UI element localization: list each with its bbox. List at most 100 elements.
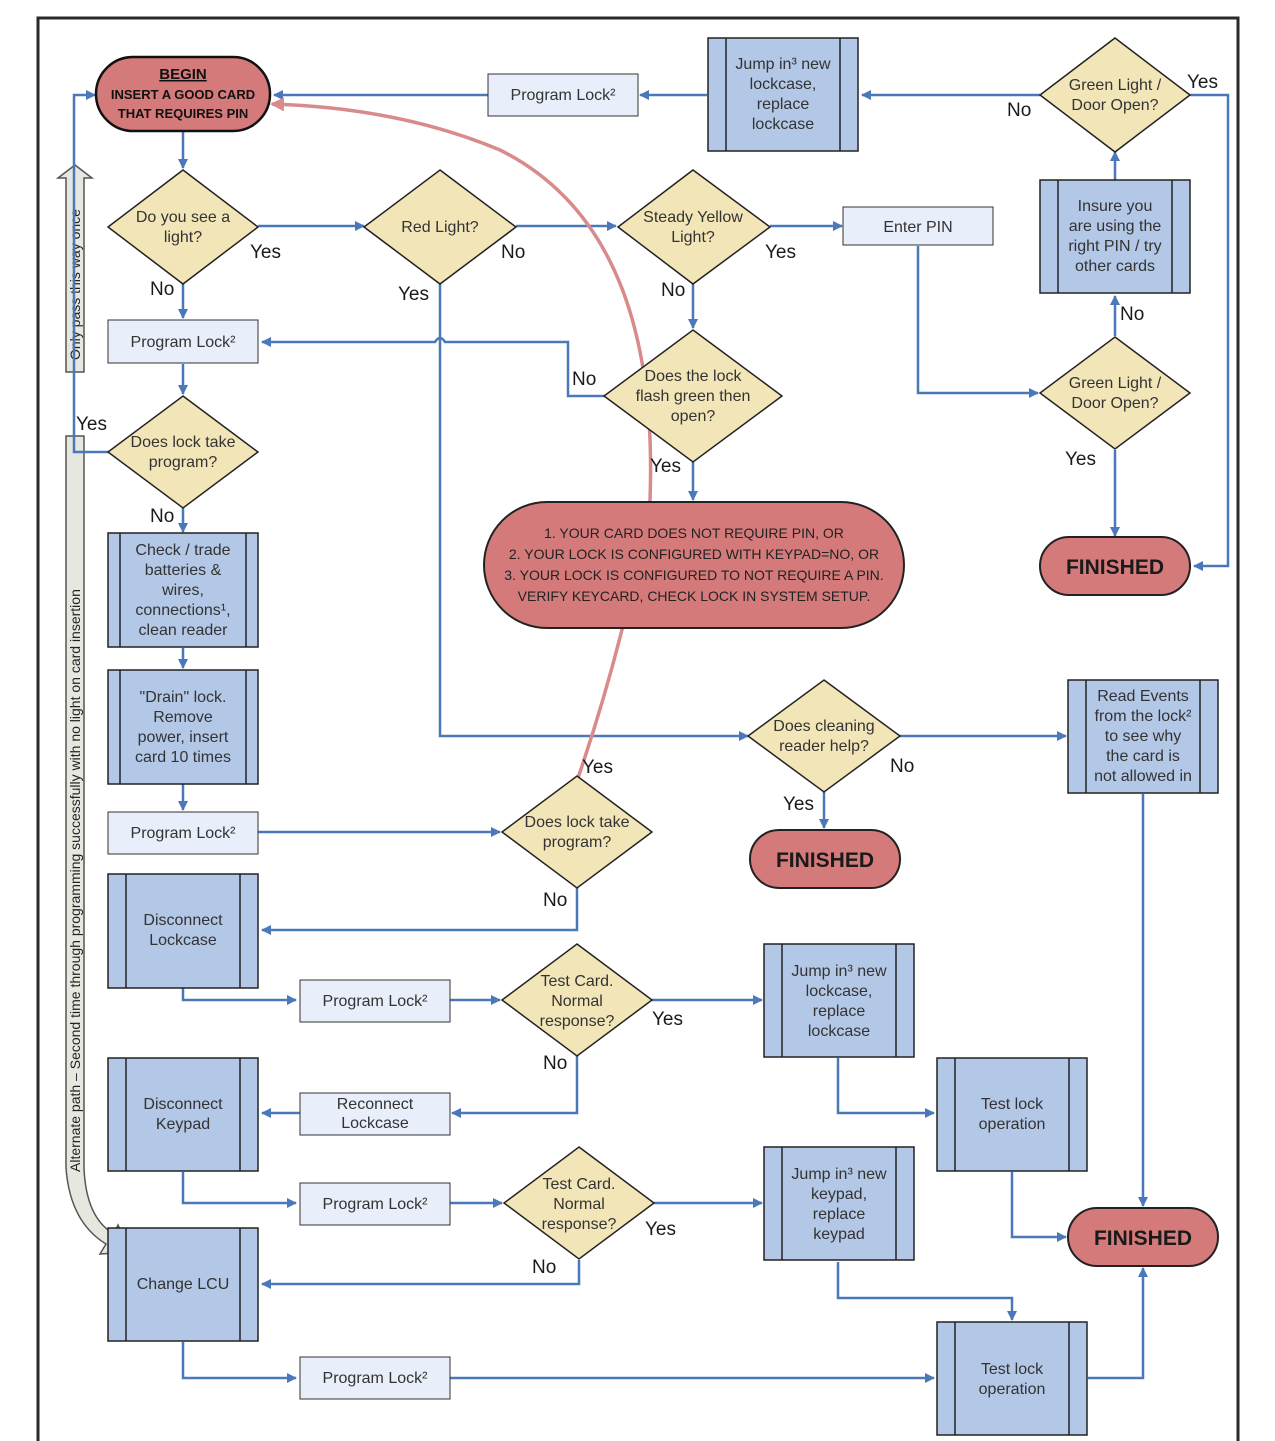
decision-red-light: Red Light? [362,169,518,285]
decision-lock-take-program-2: Does lock take program? [500,775,654,889]
svg-text:Program Lock²: Program Lock² [131,334,237,351]
yes-label: Yes [1187,72,1218,93]
svg-text:Normal: Normal [551,993,603,1010]
svg-text:Program Lock²: Program Lock² [323,993,429,1010]
branch-labels: Yes No No Yes Yes No No Yes Yes No No Ye… [76,72,1218,1278]
condition-note-terminal: 1. YOUR CARD DOES NOT REQUIRE PIN, OR 2.… [483,501,905,629]
process-read-events: Read Events from the lock² to see why th… [1067,679,1219,794]
svg-text:"Drain" lock.: "Drain" lock. [140,689,227,706]
svg-text:lockcase,: lockcase, [806,983,873,1000]
svg-text:Reconnect: Reconnect [337,1096,414,1113]
process-check-batteries: Check / trade batteries & wires, connect… [107,532,259,648]
svg-text:Insure you: Insure you [1078,198,1153,215]
decision-flash-green: Does the lock flash green then open? [602,329,784,463]
no-label: No [150,279,174,300]
finished-label: FINISHED [1094,1227,1192,1250]
svg-text:batteries &: batteries & [145,562,222,579]
svg-text:operation: operation [979,1116,1046,1133]
edge-test2-no [261,1260,581,1289]
begin-line1: INSERT A GOOD CARD [111,87,255,102]
svg-text:Remove: Remove [153,709,213,726]
svg-text:keypad,: keypad, [811,1186,867,1203]
finished-label: FINISHED [1066,556,1164,579]
svg-text:other cards: other cards [1075,258,1155,275]
svg-text:Door Open?: Door Open? [1071,395,1158,412]
edge-jumpkeypad-to-testlock2 [836,1262,1017,1321]
finished-terminal-top: FINISHED [1039,536,1191,596]
no-label: No [150,506,174,527]
edge-jumplock-to-testlock [836,1058,935,1118]
io-program-lock-top: Program Lock² [487,73,639,117]
edge-testlock2-to-finished [1088,1267,1148,1380]
condition-line-4: VERIFY KEYCARD, CHECK LOCK IN SYSTEM SET… [518,588,871,604]
svg-text:keypad: keypad [813,1226,865,1243]
no-label: No [501,242,525,263]
svg-text:Jump in³ new: Jump in³ new [791,1166,887,1183]
process-disconnect-keypad: Disconnect Keypad [107,1057,259,1172]
finished-terminal-middle: FINISHED [749,829,901,889]
svg-text:Program Lock²: Program Lock² [511,87,617,104]
svg-text:program?: program? [149,454,218,471]
svg-text:Does lock take: Does lock take [525,814,630,831]
io-reconnect-lockcase: Reconnect Lockcase [299,1092,451,1136]
svg-text:Test lock: Test lock [981,1361,1044,1378]
svg-text:Green Light /: Green Light / [1069,77,1162,94]
alternate-path-text: Alternate path – Second time through pro… [67,589,83,1172]
decision-steady-yellow: Steady Yellow Light? [616,169,772,285]
process-test-lock-2: Test lock operation [936,1321,1088,1436]
svg-text:clean reader: clean reader [139,622,229,639]
yes-label: Yes [783,794,814,815]
svg-text:Disconnect: Disconnect [143,912,223,929]
svg-text:Program Lock²: Program Lock² [131,825,237,842]
io-program-lock-5: Program Lock² [299,1356,451,1400]
svg-text:Test Card.: Test Card. [543,1176,616,1193]
svg-text:Red Light?: Red Light? [401,219,478,236]
io-program-lock-1: Program Lock² [107,319,259,364]
svg-text:program?: program? [543,834,612,851]
svg-text:Jump in³ new: Jump in³ new [791,963,887,980]
svg-text:Keypad: Keypad [156,1116,210,1133]
no-label: No [543,890,567,911]
svg-text:to see why: to see why [1105,728,1181,745]
page-frame [36,16,1240,1441]
svg-text:power, insert: power, insert [138,729,229,746]
process-change-lcu: Change LCU [107,1227,259,1342]
svg-text:reader help?: reader help? [779,738,869,755]
svg-text:Normal: Normal [553,1196,605,1213]
no-label: No [890,756,914,777]
svg-text:Do you see a: Do you see a [136,209,230,226]
svg-text:Light?: Light? [671,229,715,246]
svg-text:Change LCU: Change LCU [137,1276,230,1293]
svg-text:Green Light /: Green Light / [1069,375,1162,392]
edge-keypad-to-program [181,1172,297,1208]
edge-green-top-yes [1190,93,1230,571]
no-label: No [543,1053,567,1074]
process-disconnect-lockcase: Disconnect Lockcase [107,873,259,989]
begin-title: BEGIN [159,66,207,83]
begin-line2: THAT REQUIRES PIN [118,106,249,121]
svg-text:Does the lock: Does the lock [645,368,743,385]
edge-enterpin-to-green [916,246,1039,398]
no-label: No [661,280,685,301]
yes-label: Yes [582,757,613,778]
svg-text:are using the: are using the [1069,218,1162,235]
io-program-lock-2: Program Lock² [107,811,259,855]
yes-label: Yes [398,284,429,305]
process-drain-lock: "Drain" lock. Remove power, insert card … [107,669,259,785]
svg-text:Disconnect: Disconnect [143,1096,223,1113]
svg-text:open?: open? [671,408,716,425]
process-jump-lockcase-middle: Jump in³ new lockcase, replace lockcase [763,943,915,1058]
edge-test1-no [451,1056,579,1118]
svg-text:Test lock: Test lock [981,1096,1044,1113]
edge-testlock1-to-finished [1010,1172,1067,1242]
io-program-lock-3: Program Lock² [299,979,451,1023]
svg-text:Program Lock²: Program Lock² [323,1196,429,1213]
red-return-arrow [270,97,653,779]
yes-label: Yes [645,1219,676,1240]
yes-label: Yes [1065,449,1096,470]
svg-text:lockcase: lockcase [808,1023,870,1040]
yes-label: Yes [765,242,796,263]
svg-text:wires,: wires, [161,582,204,599]
svg-text:lockcase,: lockcase, [750,76,817,93]
